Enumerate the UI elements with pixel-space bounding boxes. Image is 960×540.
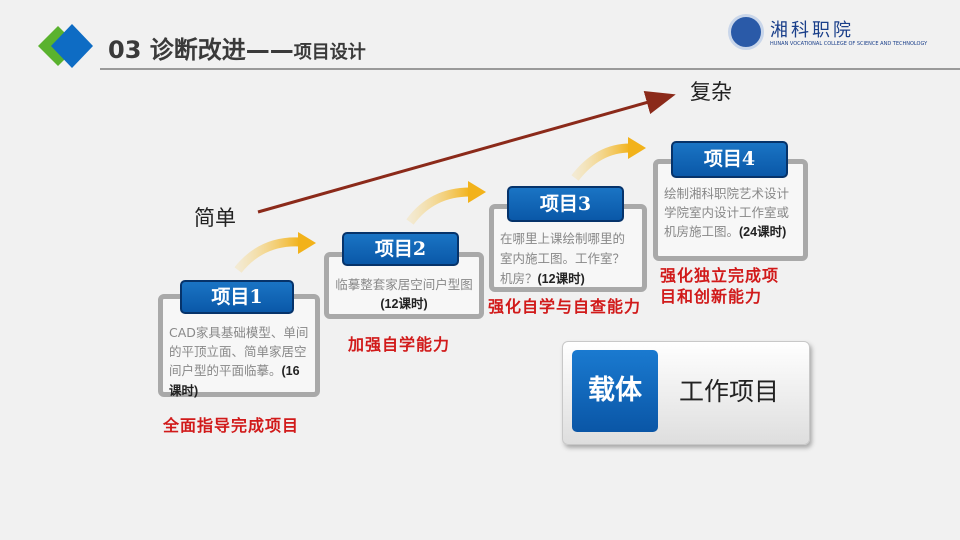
- header-divider: [100, 68, 960, 70]
- project-desc: CAD家具基础模型、单间的平顶立面、简单家居空间户型的平面临摹。: [169, 325, 309, 378]
- project-1-goal: 全面指导完成项目: [163, 416, 300, 435]
- project-desc: 在哪里上课绘制哪里的室内施工图。工作室？机房？: [500, 231, 626, 286]
- progress-arrow-2: [406, 181, 486, 225]
- project-4-goal: 强化独立完成项目和创新能力: [660, 266, 780, 306]
- project-hours: (12课时): [537, 272, 585, 286]
- project-desc: 绘制湘科职院艺术设计学院室内设计工作室或机房施工图。: [664, 186, 790, 239]
- college-logo: 湘科职院 HUNAN VOCATIONAL COLLEGE OF SCIENCE…: [728, 14, 940, 52]
- carrier-panel: 载体 工作项目: [562, 341, 810, 445]
- complexity-arrow: [257, 90, 676, 214]
- project-2-header: 项目2: [342, 232, 459, 266]
- project-hours: (16课时): [169, 364, 300, 398]
- progress-arrow-3: [571, 137, 646, 181]
- label-complex: 复杂: [690, 80, 732, 104]
- project-1-header: 项目1: [180, 280, 294, 314]
- carrier-label: 载体: [572, 350, 658, 432]
- project-hours: (24课时): [739, 225, 787, 239]
- project-2-goal: 加强自学能力: [348, 335, 451, 354]
- project-3-goal: 强化自学与自查能力: [488, 297, 642, 316]
- project-hours: (12课时): [380, 297, 428, 311]
- project-4-header: 项目4: [671, 141, 788, 178]
- title-sub: 项目设计: [293, 42, 366, 63]
- logo-blue-diamond: [51, 24, 93, 68]
- carrier-value: 工作项目: [679, 377, 780, 406]
- project-3-header: 项目3: [507, 186, 624, 222]
- page-title: 03 诊断改进——项目设计: [108, 30, 366, 65]
- progress-arrow-1: [234, 232, 316, 273]
- section-number: 03: [108, 36, 142, 64]
- label-simple: 简单: [194, 206, 236, 230]
- title-main: 诊断改进——: [149, 36, 294, 64]
- project-desc: 临摹整套家居空间户型图: [335, 277, 473, 292]
